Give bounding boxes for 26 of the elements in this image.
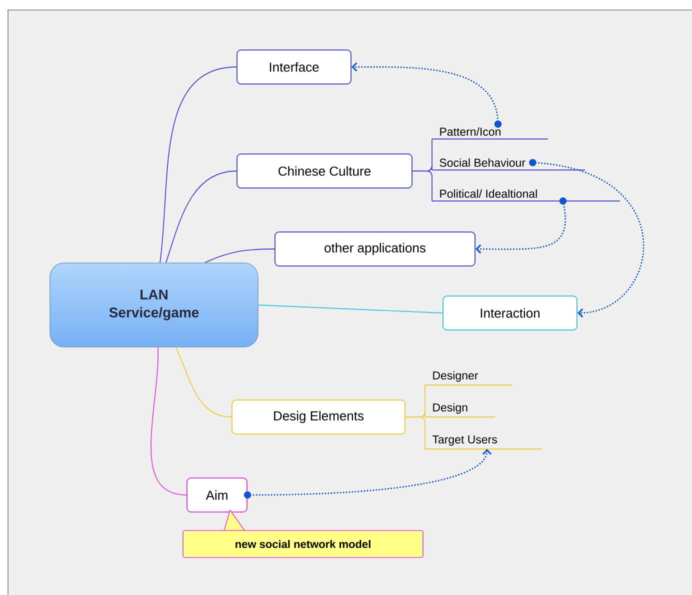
- central-topic-box: LAN Service/game: [50, 262, 258, 348]
- subtopic-label: Target Users: [424, 436, 542, 450]
- branch-line: [176, 346, 232, 418]
- topic-box: other applications: [274, 232, 476, 266]
- branch-line: [405, 416, 426, 450]
- relationship-arrow: [352, 62, 502, 128]
- topic-box: Desig Elements: [232, 400, 406, 434]
- topic-box: Interface: [236, 50, 352, 84]
- subtopic-label: Designer: [424, 371, 512, 386]
- branch-line: [258, 304, 443, 314]
- relationship-arrow: [529, 158, 644, 318]
- relationship-arrow: [476, 197, 567, 254]
- subtopic-label: Social Behaviour: [432, 158, 586, 170]
- topic-box: Aim: [186, 478, 248, 512]
- subtopic-label: Design: [424, 403, 496, 418]
- branch-line: [166, 170, 237, 264]
- topic-box: Chinese Culture: [236, 154, 412, 188]
- branch-line: [150, 346, 187, 496]
- branch-line: [160, 66, 237, 264]
- branch-line: [204, 248, 275, 264]
- subtopic-label: Political/ Idealtional: [432, 189, 620, 202]
- branch-line: [412, 170, 432, 202]
- subtopic-label: Pattern/Icon: [432, 127, 548, 140]
- callout-box: new social network model: [182, 509, 424, 558]
- topic-box: Interaction: [442, 296, 578, 330]
- relationship-arrow: [244, 449, 492, 499]
